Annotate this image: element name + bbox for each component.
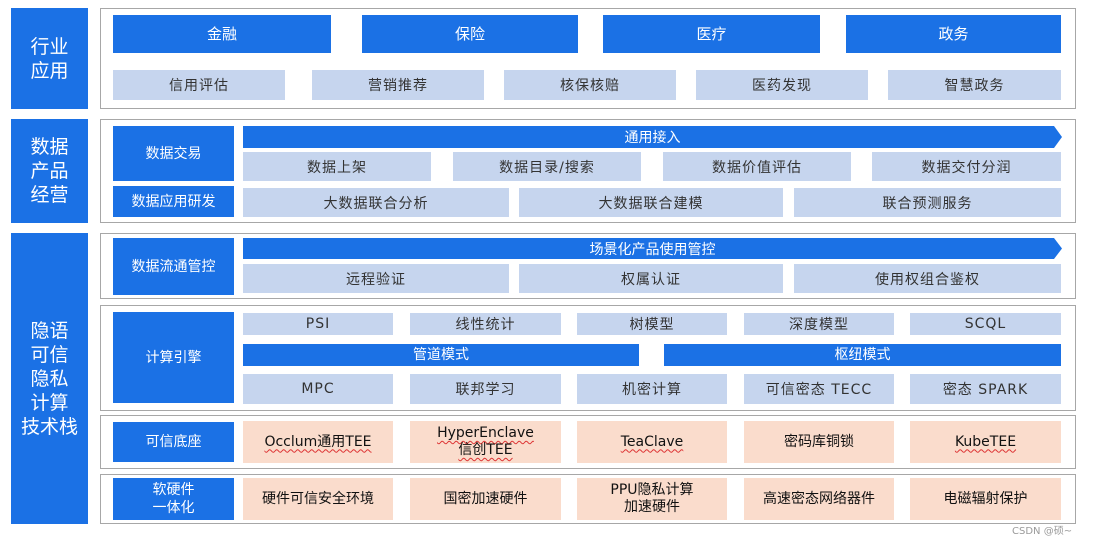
hw-emi-protection: 电磁辐射保护 [910, 478, 1061, 520]
tee-hyperenclave: HyperEnclave 信创TEE [410, 421, 561, 463]
flow-control-label: 数据流通管控 [113, 238, 234, 295]
engine-mpc: MPC [243, 374, 393, 404]
scenario-control-banner: 场景化产品使用管控 [243, 238, 1062, 259]
trade-item-valuation: 数据价值评估 [663, 152, 851, 181]
engine-tecc: 可信密态 TECC [744, 374, 894, 404]
hw-ppu-accel: PPU隐私计算 加速硬件 [577, 478, 727, 520]
industry-label: 行业 应用 [11, 8, 88, 109]
engine-linear-stats: 线性统计 [410, 313, 561, 335]
flow-item-remote-attest: 远程验证 [243, 264, 509, 293]
compute-engine-label: 计算引擎 [113, 312, 234, 403]
app-drug-discovery: 医药发现 [696, 70, 868, 100]
engine-tree-model: 树模型 [577, 313, 727, 335]
app-smart-government: 智慧政务 [888, 70, 1061, 100]
tee-kubetee: KubeTEE [910, 421, 1061, 463]
data-trade-label: 数据交易 [113, 126, 234, 181]
privacy-stack-label: 隐语 可信 隐私 计算 技术栈 [11, 233, 88, 524]
pipeline-mode-bar: 管道模式 [243, 344, 639, 366]
engine-scql: SCQL [910, 313, 1061, 335]
trusted-base-label: 可信底座 [113, 422, 234, 462]
trade-item-delivery-share: 数据交付分润 [872, 152, 1061, 181]
engine-confidential-computing: 机密计算 [577, 374, 727, 404]
trade-item-listing: 数据上架 [243, 152, 431, 181]
data-app-dev-label: 数据应用研发 [113, 186, 234, 217]
flow-item-usage-auth: 使用权组合鉴权 [794, 264, 1061, 293]
watermark: CSDN @硕~ [1012, 526, 1073, 537]
app-marketing-recommend: 营销推荐 [312, 70, 484, 100]
tee-occlum: Occlum通用TEE [243, 421, 393, 463]
hw-integration-label: 软硬件 一体化 [113, 478, 234, 520]
dev-item-joint-modeling: 大数据联合建模 [519, 188, 783, 217]
app-underwriting-claims: 核保核赔 [504, 70, 676, 100]
engine-deep-model: 深度模型 [744, 313, 894, 335]
sector-government: 政务 [846, 15, 1061, 53]
hw-gm-accel: 国密加速硬件 [410, 478, 561, 520]
hub-mode-bar: 枢纽模式 [664, 344, 1061, 366]
trade-item-catalog-search: 数据目录/搜索 [453, 152, 641, 181]
crypto-lib-tongsuo: 密码库铜锁 [744, 421, 894, 463]
sector-medical: 医疗 [603, 15, 820, 53]
general-access-banner: 通用接入 [243, 126, 1062, 148]
engine-psi: PSI [243, 313, 393, 335]
engine-federated-learning: 联邦学习 [410, 374, 561, 404]
dev-item-joint-analysis: 大数据联合分析 [243, 188, 509, 217]
engine-spark: 密态 SPARK [910, 374, 1061, 404]
flow-item-ownership-auth: 权属认证 [519, 264, 783, 293]
sector-finance: 金融 [113, 15, 331, 53]
dev-item-joint-prediction: 联合预测服务 [794, 188, 1061, 217]
tee-teaclave: TeaClave [577, 421, 727, 463]
sector-insurance: 保险 [362, 15, 578, 53]
hw-secure-network: 高速密态网络器件 [744, 478, 894, 520]
app-credit-assessment: 信用评估 [113, 70, 285, 100]
hw-secure-env: 硬件可信安全环境 [243, 478, 393, 520]
data-ops-label: 数据 产品 经营 [11, 119, 88, 223]
